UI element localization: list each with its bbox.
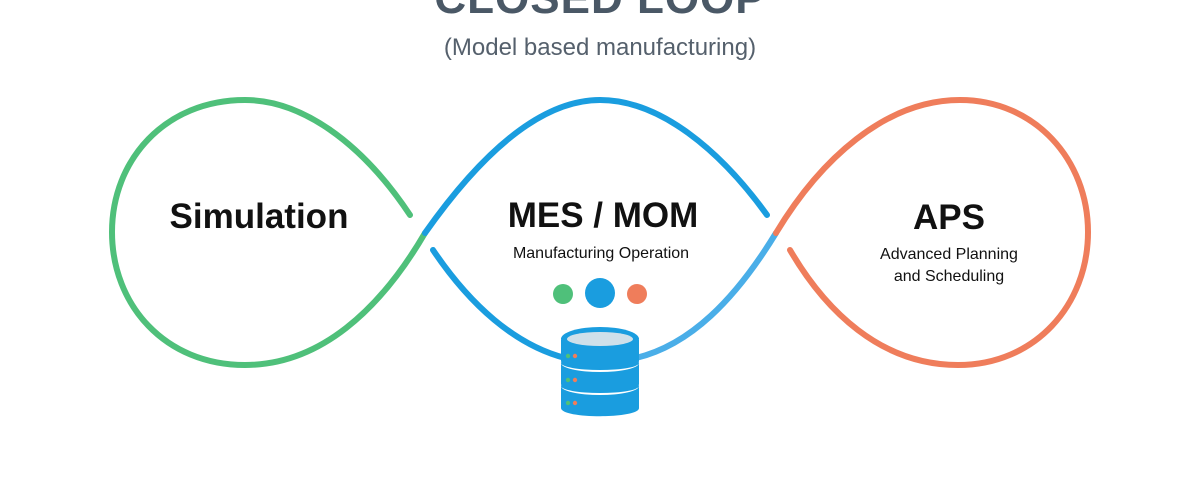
blue-dot-icon <box>585 278 615 308</box>
simulation-loop <box>108 96 428 369</box>
database-icon <box>561 327 639 417</box>
aps-label: APS <box>913 198 985 237</box>
mes-label: MES / MOM <box>508 196 699 235</box>
mes-sublabel: Manufacturing Operation <box>513 245 689 262</box>
mes-loop-lower-right <box>633 230 779 361</box>
mes-loop-lower-left <box>430 247 568 361</box>
aps-sublabel-line1: Advanced Planning <box>880 246 1018 263</box>
mes-loop-upper <box>422 96 770 236</box>
aps-loop <box>773 96 1092 369</box>
aps-sublabel-line2: and Scheduling <box>894 268 1004 285</box>
simulation-label: Simulation <box>170 197 349 236</box>
orange-dot-icon <box>627 284 647 304</box>
diagram-subtitle: (Model based manufacturing) <box>443 34 757 61</box>
green-dot-icon <box>553 284 573 304</box>
diagram-title: CLOSED LOOP <box>0 0 1200 24</box>
